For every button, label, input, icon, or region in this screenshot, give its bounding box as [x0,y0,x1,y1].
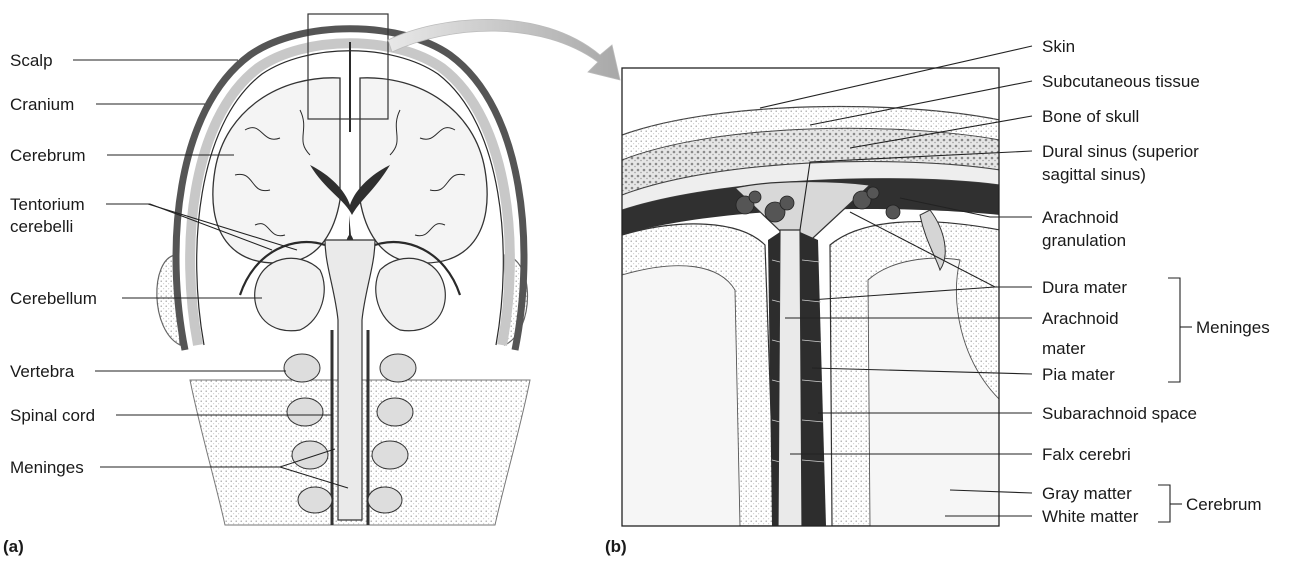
panel-a-tag: (a) [3,537,24,556]
label-tentorium-line1: Tentorium [10,195,85,214]
falx-cerebri-band [778,230,802,526]
label-arachnoid-mater-line1: Arachnoid [1042,309,1119,328]
label-pia-mater: Pia mater [1042,365,1115,384]
panel-b-tag: (b) [605,537,627,556]
label-subcutaneous-tissue: Subcutaneous tissue [1042,72,1200,91]
label-dural-sinus-line1: Dural sinus (superior [1042,142,1199,161]
label-tentorium-line2: cerebelli [10,217,73,236]
label-cerebrum-a: Cerebrum [10,146,86,165]
label-group-meninges: Meninges [1196,318,1270,337]
label-bone-of-skull: Bone of skull [1042,107,1139,126]
label-gray-matter: Gray matter [1042,484,1132,503]
label-falx-cerebri: Falx cerebri [1042,445,1131,464]
label-scalp: Scalp [10,51,53,70]
label-arachnoid-mater-line2: mater [1042,339,1086,358]
label-vertebra: Vertebra [10,362,75,381]
label-spinal-cord: Spinal cord [10,406,95,425]
cerebellum-right [376,258,446,330]
label-group-cerebrum: Cerebrum [1186,495,1262,514]
panel-a-illustration [157,14,620,525]
label-arachnoid-granulation-line2: granulation [1042,231,1126,250]
label-meninges-a: Meninges [10,458,84,477]
zoom-arrow [388,19,620,80]
label-arachnoid-granulation-line1: Arachnoid [1042,208,1119,227]
cerebellum-left [255,258,325,330]
label-cranium: Cranium [10,95,74,114]
label-dural-sinus-line2: sagittal sinus) [1042,165,1146,184]
label-subarachnoid-space: Subarachnoid space [1042,404,1197,423]
label-skin: Skin [1042,37,1075,56]
panel-b-illustration [622,68,1000,526]
label-cerebellum: Cerebellum [10,289,97,308]
label-white-matter: White matter [1042,507,1139,526]
label-dura-mater: Dura mater [1042,278,1127,297]
panel-a-labels: Scalp Cranium Cerebrum Tentorium cerebel… [3,51,97,556]
left-white-matter [622,266,740,526]
